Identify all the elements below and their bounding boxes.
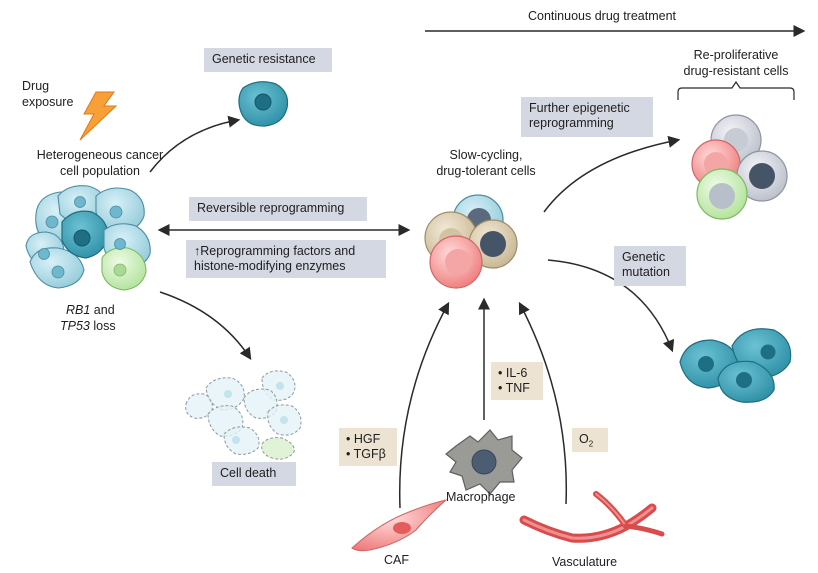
il6-tnf-box: • IL-6 • TNF	[491, 362, 543, 400]
lightning-icon	[79, 91, 118, 141]
genetic-resistance-box: Genetic resistance	[204, 48, 332, 72]
caf-label: CAF	[384, 553, 409, 567]
reproliferative-label-line2: drug-resistant cells	[683, 64, 789, 78]
dead-cells	[185, 370, 302, 460]
mutation-cluster	[679, 328, 792, 403]
genetic-mutation-box: Genetic mutation	[614, 246, 686, 286]
heterogeneous-label-line1: Heterogeneous cancer	[36, 148, 164, 162]
tp53-label: TP53 loss	[60, 319, 116, 333]
rb1-label: RB1 and	[66, 303, 115, 317]
caf-cell	[351, 499, 448, 552]
bracket	[677, 80, 795, 100]
vasculature-label: Vasculature	[552, 555, 618, 569]
arrow-to-mutation	[547, 259, 675, 353]
arrow-to-genetic-resistance	[149, 115, 241, 173]
tgfb-label: • TGFβ	[346, 447, 386, 461]
cell-death-box: Cell death	[212, 462, 296, 486]
genetic-mutation-line2: mutation	[622, 265, 670, 279]
further-epigenetic-box: Further epigenetic reprogramming	[521, 97, 653, 137]
arrow-to-cell-death	[159, 291, 252, 361]
continuous-treatment-label: Continuous drug treatment	[528, 9, 677, 23]
macrophage-label: Macrophage	[446, 490, 516, 504]
macrophage	[445, 429, 523, 495]
drug-tolerant-cluster	[424, 194, 518, 289]
reversible-reprogramming-box: Reversible reprogramming	[189, 197, 367, 221]
exposure-label: exposure	[22, 95, 74, 109]
genetic-mutation-line1: Genetic	[622, 250, 666, 264]
hgf-tgfb-box: • HGF • TGFβ	[339, 428, 397, 466]
reprogramming-factors-box: ↑Reprogramming factors and histone-modif…	[186, 240, 386, 278]
reproliferative-label-line1: Re-proliferative	[693, 48, 779, 62]
reprogramming-factors-line1: ↑Reprogramming factors and	[194, 244, 356, 258]
slow-cycling-label-line1: Slow-cycling,	[449, 148, 523, 162]
heterogeneous-label-line2: cell population	[60, 164, 140, 178]
further-epigenetic-line1: Further epigenetic	[529, 101, 630, 115]
vasculature	[519, 491, 665, 543]
arrow-from-caf	[398, 301, 450, 509]
slow-cycling-label-line2: drug-tolerant cells	[436, 164, 536, 178]
arrow-from-vasculature	[518, 301, 568, 505]
reprogramming-factors-line2: histone-modifying enzymes	[194, 259, 346, 273]
il6-label: • IL-6	[498, 366, 528, 380]
resistant-cluster	[691, 114, 788, 220]
drug-label: Drug	[22, 79, 50, 93]
arrow-to-resistant	[543, 135, 681, 213]
hgf-label: • HGF	[346, 432, 381, 446]
tnf-label: • TNF	[498, 381, 530, 395]
genetic-resistance-cell	[238, 81, 289, 127]
further-epigenetic-line2: reprogramming	[529, 116, 614, 130]
o2-box: O2	[572, 428, 608, 452]
heterogeneous-cell-cluster	[25, 185, 151, 291]
